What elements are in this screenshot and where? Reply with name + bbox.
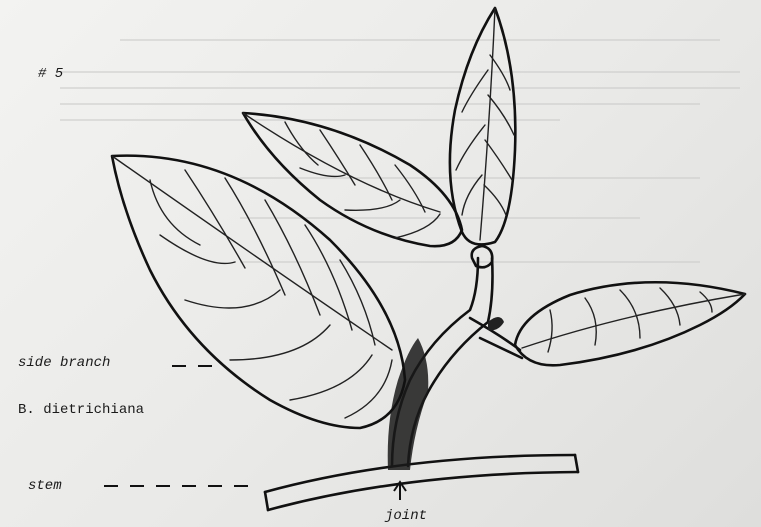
- stem-label: stem: [28, 478, 62, 494]
- leaf-top: [450, 8, 515, 244]
- figure-number: # 5: [38, 66, 63, 82]
- main-stem: [265, 455, 578, 510]
- leaf-upper-left: [243, 113, 462, 246]
- leader-lines: [104, 366, 406, 500]
- leaf-large: [112, 156, 405, 428]
- joint-label: joint: [385, 508, 427, 524]
- side-branch: [388, 246, 522, 470]
- side-branch-label: side branch: [18, 355, 110, 371]
- species-label: B. dietrichiana: [18, 402, 144, 418]
- bleed-through-text: [60, 40, 740, 262]
- leaf-right: [515, 282, 745, 365]
